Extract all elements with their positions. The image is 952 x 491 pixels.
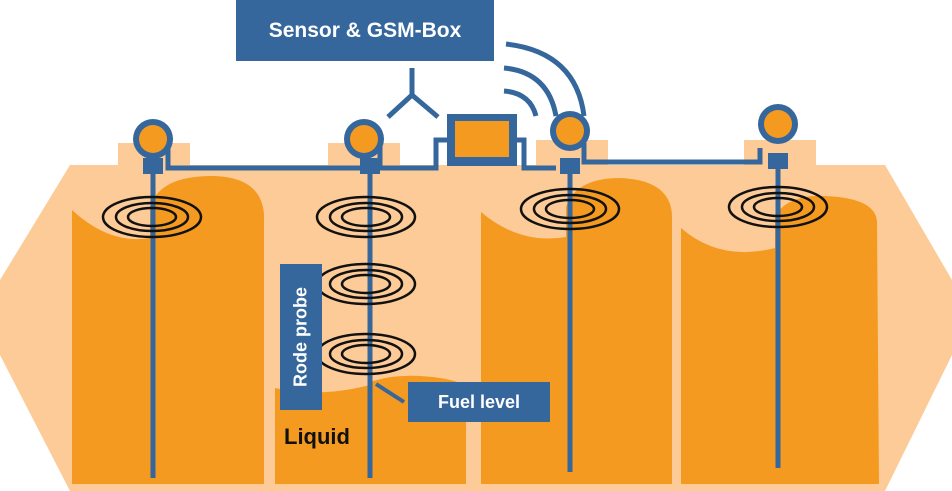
- probe-2: [344, 119, 384, 478]
- sensor-cable: [165, 137, 763, 171]
- sensor-gsm-box-label: Sensor & GSM-Box: [236, 0, 494, 61]
- gsm-box-inner: [455, 121, 509, 157]
- sensor-ring-5: [519, 187, 621, 231]
- probe-1: [133, 119, 173, 478]
- rode-probe-label: Rode probe: [290, 286, 311, 388]
- liquid-label: Liquid: [284, 424, 350, 449]
- fuel-level-pointer: [374, 382, 406, 404]
- sensor-ring-6: [727, 185, 829, 229]
- wireless-signal-icon: [503, 41, 587, 117]
- fuel-level-label: Fuel level: [408, 382, 550, 422]
- compartment-1-liquid: [72, 175, 264, 484]
- antenna-icon: [386, 68, 440, 119]
- probe-3: [550, 111, 590, 472]
- sensor-ring-2: [315, 195, 417, 239]
- sensor-ring-1: [101, 195, 203, 239]
- rode-probe-label-box: Rode probe: [280, 264, 322, 410]
